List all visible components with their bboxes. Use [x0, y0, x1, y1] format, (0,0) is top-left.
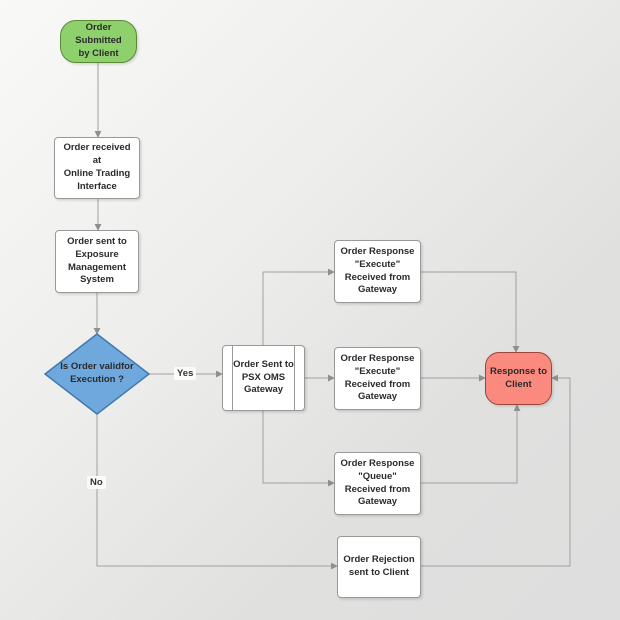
node-psx-gateway: Order Sent to PSX OMS Gateway — [222, 345, 305, 411]
edge-execute-top-to-response — [421, 271, 520, 353]
node-decision-label: Is Order validfor Execution ? — [60, 361, 134, 385]
node-order-received: Order received at Online Trading Interfa… — [54, 137, 140, 199]
node-response-to-client: Response to Client — [485, 352, 552, 405]
node-label: Order Response "Queue" Received from Gat… — [340, 457, 415, 508]
node-order-submitted: Order Submitted by Client — [60, 20, 137, 63]
node-label: Order Response "Execute" Received from G… — [340, 245, 415, 296]
edge-gateway-to-execute-top — [262, 268, 335, 345]
edge-rejection-to-response — [421, 374, 571, 567]
node-response-queue: Order Response "Queue" Received from Gat… — [334, 452, 421, 515]
edge-decision-no-to-rejection — [96, 414, 338, 570]
edge-gateway-to-queue — [262, 411, 335, 487]
edge-label-yes: Yes — [174, 367, 197, 380]
node-label: Order Sent to PSX OMS Gateway — [233, 358, 294, 396]
node-label: Order sent to Exposure Management System — [67, 235, 127, 286]
node-exposure-system: Order sent to Exposure Management System — [55, 230, 139, 293]
edge-label-no: No — [87, 476, 106, 489]
node-response-execute-mid: Order Response "Execute" Received from G… — [334, 347, 421, 410]
node-label: Order Submitted by Client — [75, 22, 122, 59]
node-order-rejection: Order Rejection sent to Client — [337, 536, 421, 598]
decision-diamond-shape — [43, 333, 151, 415]
node-label: Order received at Online Trading Interfa… — [63, 142, 131, 192]
node-label: Order Rejection sent to Client — [343, 554, 415, 578]
edge-queue-to-response — [421, 404, 521, 484]
node-label: Order Response "Execute" Received from G… — [340, 352, 415, 403]
node-label: Response to Client — [489, 365, 547, 390]
node-response-execute-top: Order Response "Execute" Received from G… — [334, 240, 421, 303]
